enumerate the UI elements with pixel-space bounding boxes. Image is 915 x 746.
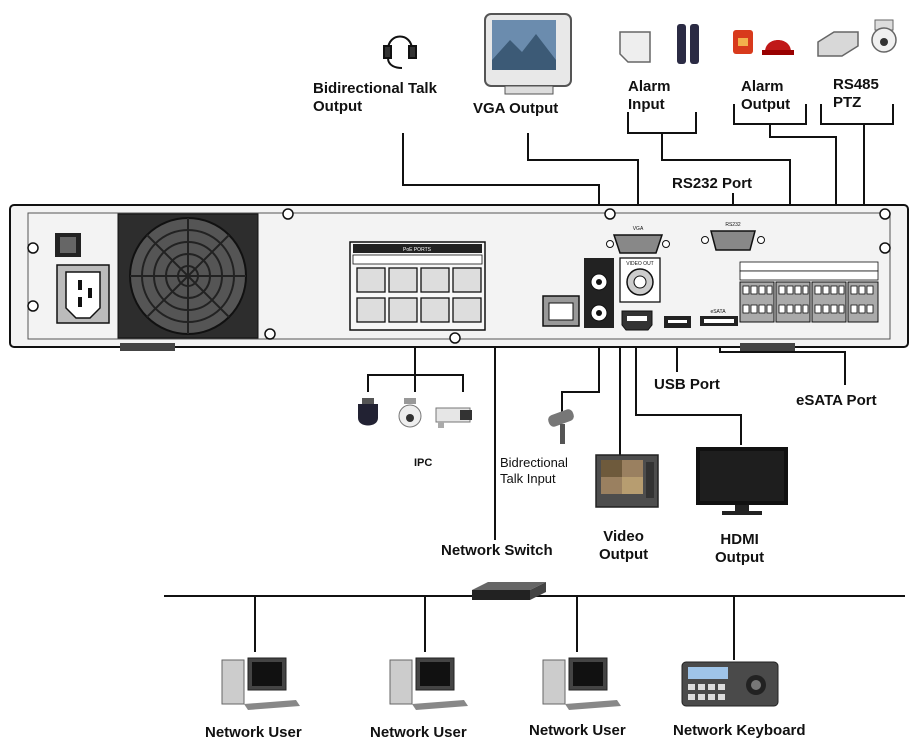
hdmi-tv-icon bbox=[696, 447, 788, 515]
ptz-icons bbox=[817, 19, 897, 57]
label-network-user-3: Network User bbox=[529, 722, 626, 739]
label-vga-output: VGA Output bbox=[473, 100, 559, 117]
alarm-output-icons bbox=[733, 30, 794, 55]
label-rs485-ptz: RS485 PTZ bbox=[833, 76, 879, 111]
video-out-panel-label: VIDEO OUT bbox=[626, 261, 654, 267]
label-network-keyboard: Network Keyboard bbox=[673, 722, 806, 739]
label-bidirectional-talk-input: Bidrectional Talk Input bbox=[500, 455, 568, 486]
line-vga bbox=[527, 133, 639, 224]
network-switch-icon bbox=[472, 582, 546, 600]
bracket-rs485 bbox=[820, 104, 894, 125]
bracket-alarm-input bbox=[627, 112, 697, 134]
video-monitor-icon bbox=[595, 454, 659, 508]
poe-ports-label: PoE PORTS bbox=[403, 247, 432, 253]
label-hdmi-output: HDMI Output bbox=[715, 531, 765, 566]
rs232-panel-label: RS232 bbox=[725, 222, 741, 228]
line-talk-input bbox=[561, 328, 600, 412]
label-network-user-2: Network User bbox=[370, 724, 467, 741]
microphone-icon bbox=[548, 409, 574, 444]
connection-lines bbox=[164, 104, 905, 660]
network-user-pc-2 bbox=[389, 657, 468, 710]
network-keyboard-icon bbox=[681, 661, 779, 707]
label-esata-port: eSATA Port bbox=[796, 392, 877, 409]
network-user-pc-1 bbox=[221, 657, 300, 710]
label-video-output: Video Output bbox=[599, 528, 649, 563]
vga-panel-label: VGA bbox=[633, 226, 644, 232]
headset-icon bbox=[383, 35, 417, 69]
label-alarm-output: Alarm Output bbox=[741, 78, 791, 113]
label-bidirectional-talk-output: Bidirectional Talk Output bbox=[313, 80, 437, 115]
esata-panel-label: eSATA bbox=[710, 309, 726, 315]
network-user-pc-3 bbox=[542, 657, 621, 710]
label-ipc: IPC bbox=[414, 457, 433, 469]
vga-monitor-icon bbox=[484, 13, 572, 95]
bus-drops bbox=[254, 596, 735, 660]
label-network-user-1: Network User bbox=[205, 724, 302, 741]
ipc-camera-icons bbox=[358, 398, 472, 428]
line-hdmi bbox=[635, 333, 742, 445]
label-usb-port: USB Port bbox=[654, 376, 720, 393]
line-ipc bbox=[367, 330, 464, 392]
nvr-rear-panel: PoE PORTS VGA VIDEO OUT eSATA bbox=[9, 204, 909, 351]
label-alarm-input: Alarm Input bbox=[628, 78, 671, 113]
line-alarm-output bbox=[769, 124, 837, 262]
label-rs232-port: RS232 Port bbox=[672, 175, 753, 192]
alarm-sensor-icons bbox=[619, 24, 699, 64]
label-network-switch: Network Switch bbox=[441, 542, 553, 559]
